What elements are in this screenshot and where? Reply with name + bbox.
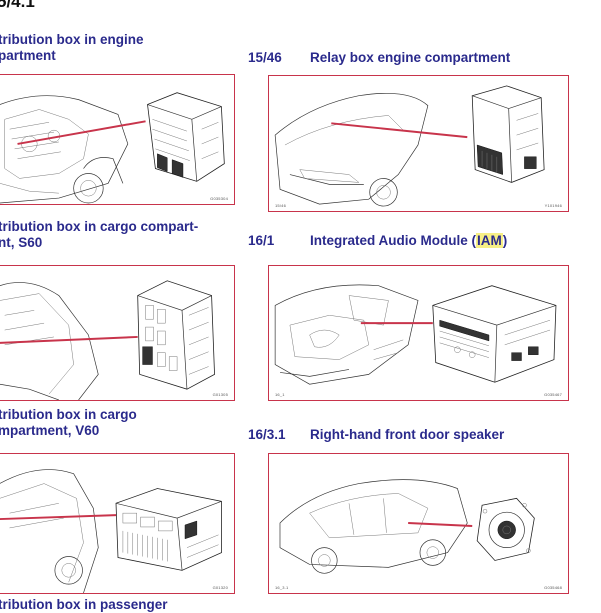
page-title: 5/4.1 [0, 0, 35, 11]
image-code: Y101946 [544, 203, 562, 208]
illustration-relay-box: 15/46 Y101946 [268, 75, 569, 212]
section-heading-relay-box: 15/46 Relay box engine compartment [248, 50, 510, 66]
section-title: Integrated Audio Module ( [310, 233, 476, 248]
illustration-cargo-distribution-box-s60: G01305 [0, 265, 235, 401]
section-heading-cargo-distribution-box-s60: tribution box in cargo compart- nt, S60 [0, 219, 199, 250]
section-title: Right-hand front door speaker [310, 427, 505, 442]
illustration-door-speaker: 16_3.1 G035468 [268, 453, 569, 594]
cargo-s60-drawing [0, 280, 215, 400]
image-label: 16_1 [275, 392, 285, 397]
illustration-audio-module: 16_1 G035467 [268, 265, 569, 401]
image-code: G035468 [544, 585, 562, 590]
illustration-cargo-distribution-box-v60: G01320 [0, 453, 235, 594]
section-number: 16/1 [248, 233, 275, 248]
image-label: 15/46 [275, 203, 287, 208]
image-code: G035467 [544, 392, 562, 397]
section-heading-passenger-distribution-box: tribution box in passenger [0, 597, 168, 612]
image-code: G01320 [212, 585, 228, 590]
door-speaker-drawing [279, 479, 535, 574]
image-code: G035304 [210, 196, 228, 201]
section-title: Relay box engine compartment [310, 50, 511, 65]
section-number: 15/46 [248, 50, 282, 65]
illustration-engine-distribution-box: G035304 [0, 74, 235, 205]
relay-box-drawing [274, 85, 545, 207]
section-heading-engine-distribution-box: tribution box in engine partment [0, 32, 144, 63]
image-code: G01305 [212, 392, 228, 397]
section-heading-cargo-distribution-box-v60: tribution box in cargo mpartment, V60 [0, 407, 137, 438]
highlighted-term: IAM [476, 233, 503, 248]
engine-bay-drawing [0, 92, 225, 204]
cargo-v60-drawing [0, 469, 222, 593]
section-number: 16/3.1 [248, 427, 286, 442]
image-label: 16_3.1 [275, 585, 289, 590]
audio-module-drawing [274, 284, 557, 385]
section-heading-door-speaker: 16/3.1 Right-hand front door speaker [248, 427, 504, 443]
